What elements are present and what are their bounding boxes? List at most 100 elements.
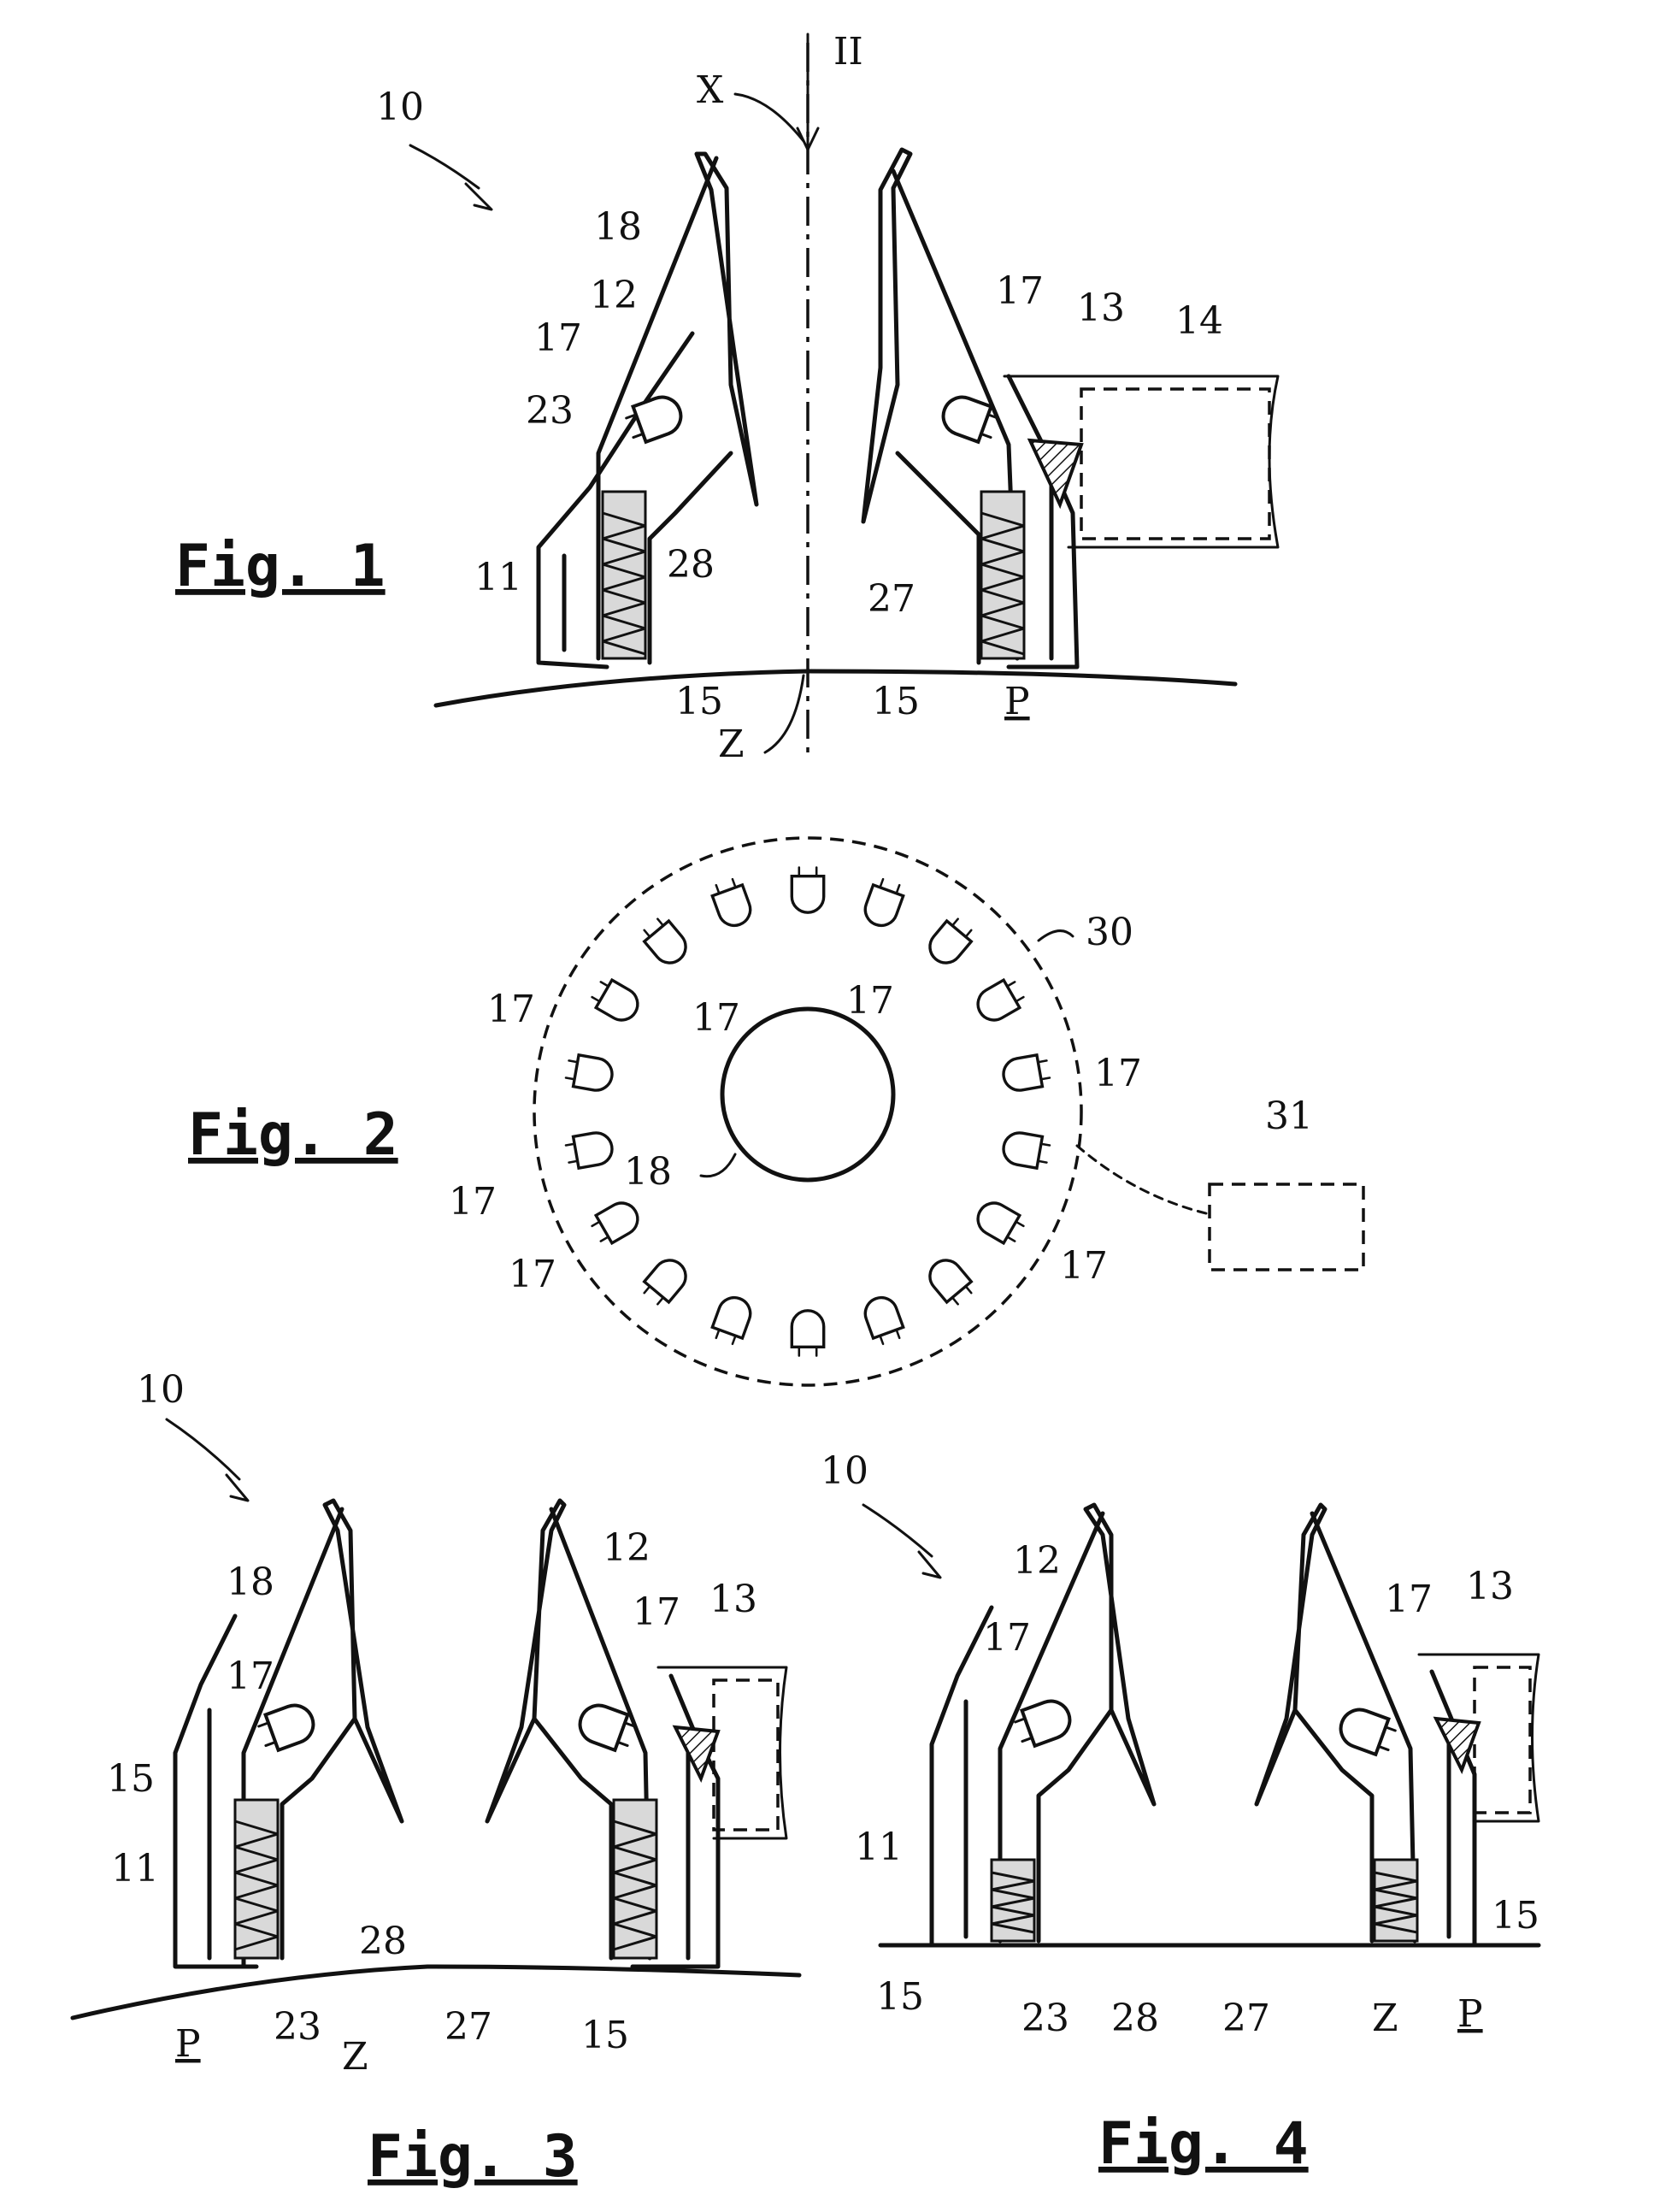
led-17-ring xyxy=(588,1197,643,1248)
led-17-ring xyxy=(565,1130,615,1170)
label-17-left-fig4: 17 xyxy=(983,1616,1031,1660)
label-17-left-fig3: 17 xyxy=(227,1655,274,1698)
label-31: 31 xyxy=(1265,1094,1313,1138)
label-p-fig4: P xyxy=(1457,1992,1483,2036)
inner-wall-left-fig4 xyxy=(1039,1710,1111,1941)
label-11-fig3: 11 xyxy=(111,1847,159,1891)
leader-x xyxy=(735,94,804,141)
inner-wall-right xyxy=(898,453,979,663)
label-13-fig3: 13 xyxy=(709,1578,757,1621)
led-17-ring xyxy=(972,976,1027,1026)
label-17-right-fig3: 17 xyxy=(633,1590,680,1634)
section-arrow-ii xyxy=(798,34,818,150)
label-12: 12 xyxy=(590,274,638,317)
cone-wall-left-fig3 xyxy=(325,1501,402,1821)
module-14 xyxy=(1081,389,1269,539)
leader-10 xyxy=(410,145,492,209)
label-15-left-fig3: 15 xyxy=(107,1757,155,1801)
label-x: X xyxy=(697,68,724,112)
label-11: 11 xyxy=(474,556,522,599)
label-10: 10 xyxy=(376,86,424,129)
led-ring-30 xyxy=(534,838,1081,1385)
body-surface-p xyxy=(436,671,1235,705)
label-23-fig3: 23 xyxy=(274,2005,321,2049)
figure-4-title: Fig. 4 xyxy=(1098,2110,1309,2178)
label-23-fig4: 23 xyxy=(1021,1997,1069,2040)
led-17-ring xyxy=(1001,1053,1051,1093)
label-28-fig3: 28 xyxy=(359,1920,407,1963)
label-p-fig3: P xyxy=(175,2022,201,2066)
figure-3: 10 18 12 17 17 13 15 11 28 P 23 Z 27 15 … xyxy=(73,1368,799,2191)
inner-wall-right-fig3 xyxy=(534,1719,611,1958)
label-17-right-fig4: 17 xyxy=(1385,1578,1433,1621)
label-17-g: 17 xyxy=(1060,1244,1108,1288)
label-23: 23 xyxy=(526,389,574,433)
cone-wall-right-fig4 xyxy=(1257,1505,1325,1804)
label-17-e: 17 xyxy=(449,1180,497,1224)
module-fig3 xyxy=(714,1680,778,1830)
led-17-ring xyxy=(639,914,692,969)
label-12-fig3: 12 xyxy=(603,1526,651,1570)
label-ii: II xyxy=(833,30,863,74)
led-17-ring xyxy=(792,868,823,913)
label-15-left: 15 xyxy=(675,680,723,723)
label-17-left: 17 xyxy=(534,316,582,360)
label-17-a: 17 xyxy=(487,988,535,1031)
control-unit-31 xyxy=(1210,1184,1363,1270)
label-15-right-fig3: 15 xyxy=(581,2014,629,2057)
figure-1-title: Fig. 1 xyxy=(175,533,386,600)
label-17-c: 17 xyxy=(846,979,894,1023)
label-27-fig3: 27 xyxy=(444,2005,492,2049)
label-28-fig4: 28 xyxy=(1111,1997,1159,2040)
led-17-ring xyxy=(861,1293,906,1346)
cable-30-31 xyxy=(1077,1146,1210,1214)
label-z: Z xyxy=(718,723,745,766)
figure-2: 30 17 17 17 17 17 17 17 18 31 Fig. 2 xyxy=(188,838,1363,1385)
label-15-right: 15 xyxy=(872,680,920,723)
label-15-right-fig4: 15 xyxy=(1492,1894,1539,1938)
figure-1: 10 X II 18 12 17 23 17 13 14 11 28 27 15… xyxy=(175,30,1278,766)
led-17-ring xyxy=(861,876,906,929)
label-13: 13 xyxy=(1077,286,1125,330)
label-18-fig2: 18 xyxy=(624,1150,672,1194)
led-17-ring xyxy=(565,1053,615,1093)
label-18: 18 xyxy=(594,205,642,249)
label-p: P xyxy=(1004,680,1030,723)
figure-3-title: Fig. 3 xyxy=(368,2123,578,2191)
label-17-b: 17 xyxy=(692,996,740,1040)
label-12-fig4: 12 xyxy=(1013,1539,1061,1583)
label-15-left-fig4: 15 xyxy=(876,1975,924,2019)
label-z-fig4: Z xyxy=(1372,1997,1398,2040)
led-17-ring xyxy=(709,876,755,929)
body-surface-p-fig3 xyxy=(73,1967,799,2018)
wedge-right-fig3 xyxy=(675,1727,718,1778)
figure-2-title: Fig. 2 xyxy=(188,1101,398,1169)
label-13-fig4: 13 xyxy=(1466,1565,1514,1608)
aperture-18 xyxy=(722,1009,893,1180)
label-18-fig3: 18 xyxy=(227,1560,274,1604)
inner-wall-left-fig3 xyxy=(282,1719,355,1958)
led-17-ring xyxy=(972,1197,1027,1248)
cone-wall-right xyxy=(863,150,910,522)
label-11-fig4: 11 xyxy=(855,1826,903,1869)
leader-z xyxy=(765,675,804,752)
leader-10-fig4 xyxy=(863,1505,940,1578)
label-17-right: 17 xyxy=(996,269,1044,313)
label-14: 14 xyxy=(1175,299,1223,343)
module-fig4 xyxy=(1475,1667,1530,1813)
led-17-ring xyxy=(923,1253,977,1308)
led-17-ring xyxy=(709,1293,755,1346)
led-17-ring xyxy=(588,976,643,1026)
wedge-right xyxy=(1030,440,1081,504)
label-10-fig3: 10 xyxy=(137,1368,185,1412)
label-30: 30 xyxy=(1086,911,1133,954)
leader-30 xyxy=(1039,931,1073,941)
label-10-fig4: 10 xyxy=(821,1449,868,1493)
led-17-ring xyxy=(639,1253,692,1308)
cone-wall-left xyxy=(697,154,756,504)
label-17-d: 17 xyxy=(1094,1052,1142,1095)
label-17-f: 17 xyxy=(509,1253,556,1296)
label-28: 28 xyxy=(667,543,715,587)
wedge-right-fig4 xyxy=(1436,1719,1479,1770)
